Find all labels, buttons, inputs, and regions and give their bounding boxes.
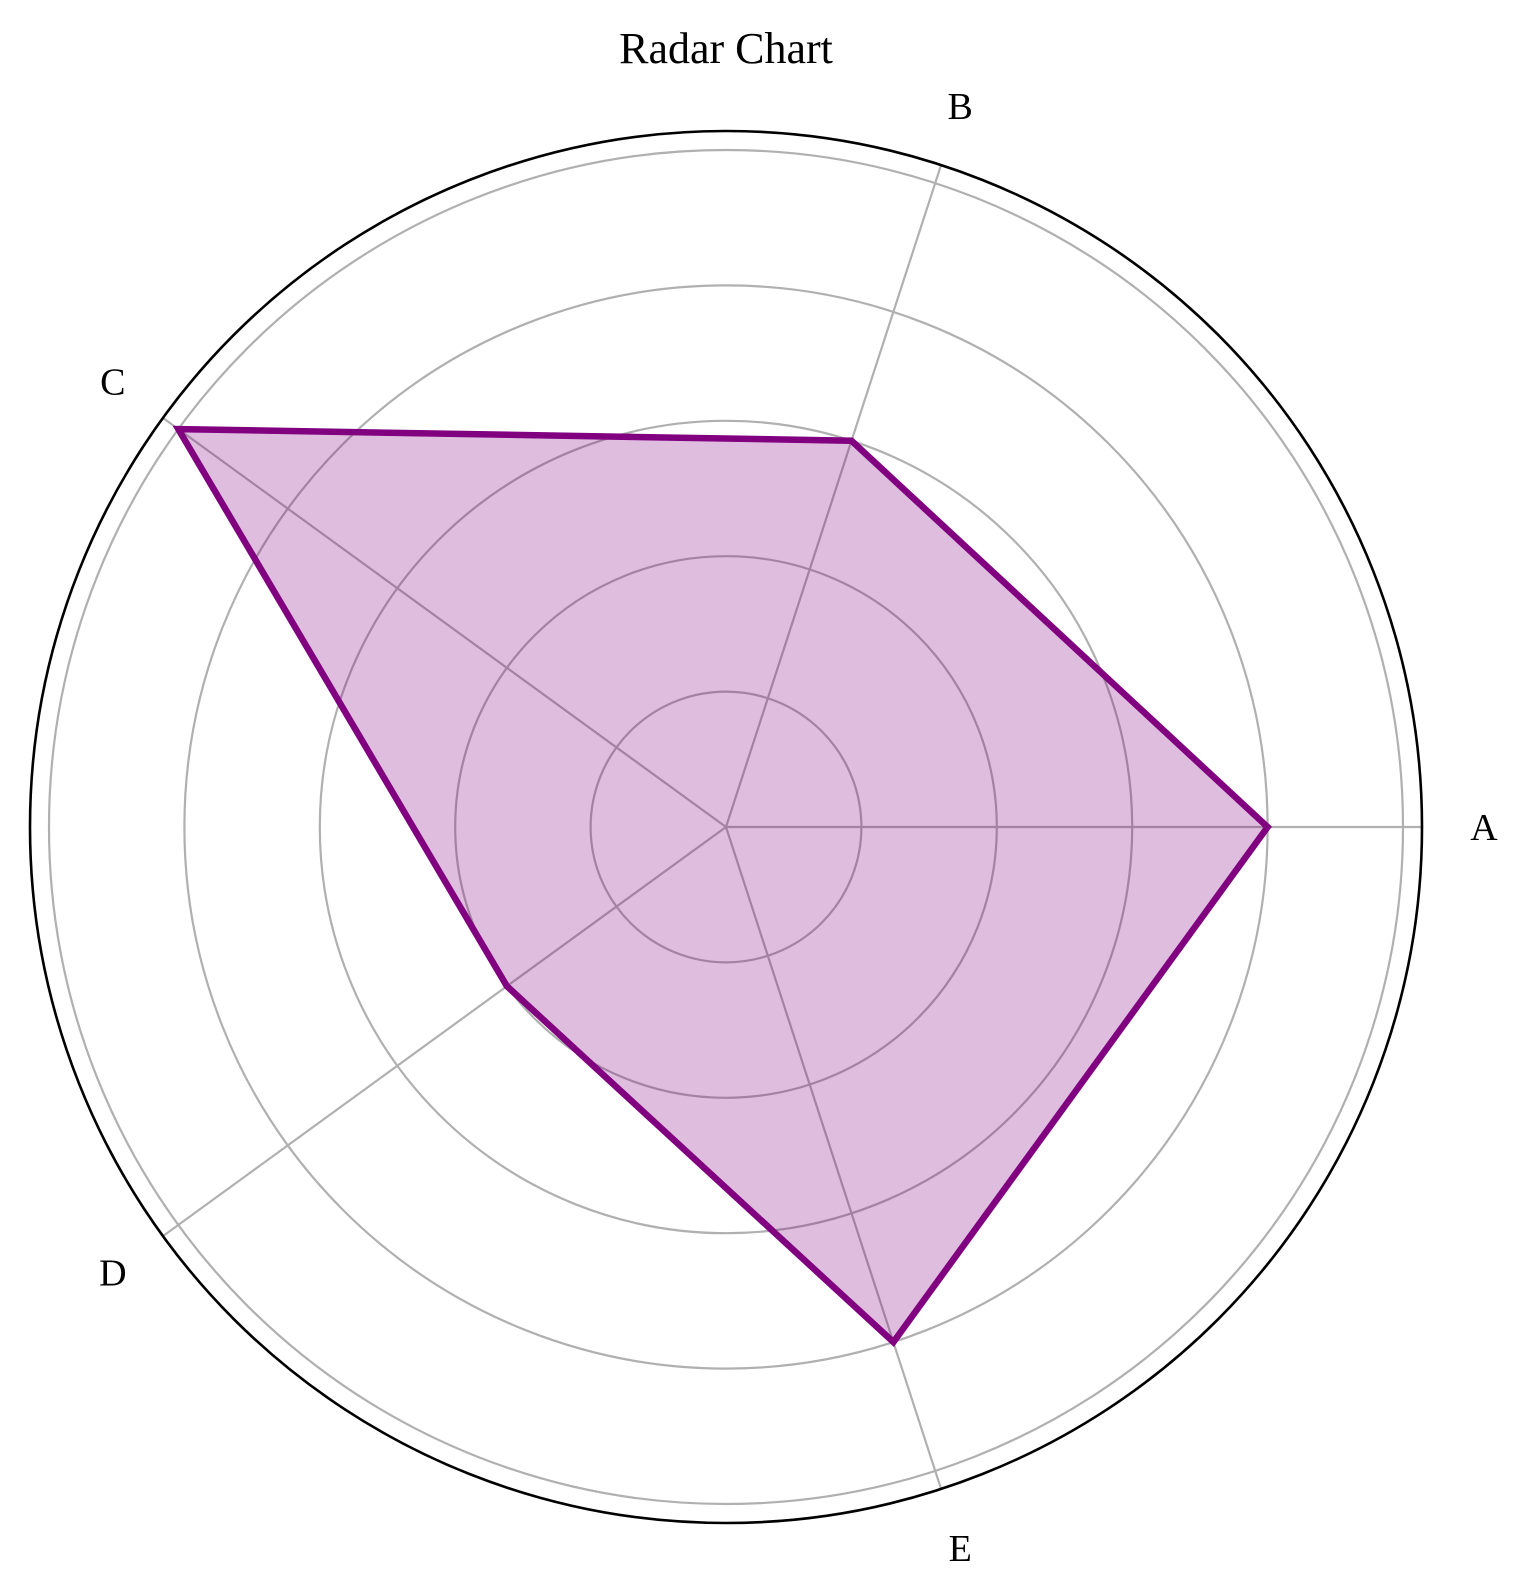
category-label-B: B bbox=[948, 86, 973, 128]
spoke-C bbox=[162, 417, 727, 828]
chart-title: Radar Chart bbox=[619, 24, 833, 73]
series-layer bbox=[172, 425, 1272, 1347]
category-label-E: E bbox=[949, 1528, 972, 1570]
spoke-B bbox=[724, 164, 943, 828]
category-labels: A B C D E bbox=[99, 86, 1498, 1570]
radial-grid bbox=[28, 129, 1424, 1525]
category-label-D: D bbox=[99, 1253, 126, 1295]
series-fill-0 bbox=[178, 429, 1268, 1343]
polar-frame bbox=[28, 129, 1424, 1525]
category-label-C: C bbox=[100, 362, 125, 404]
series-line-0 bbox=[172, 425, 1272, 1347]
spoke-E bbox=[724, 826, 943, 1490]
spoke-D bbox=[162, 826, 727, 1237]
category-label-A: A bbox=[1470, 807, 1498, 849]
